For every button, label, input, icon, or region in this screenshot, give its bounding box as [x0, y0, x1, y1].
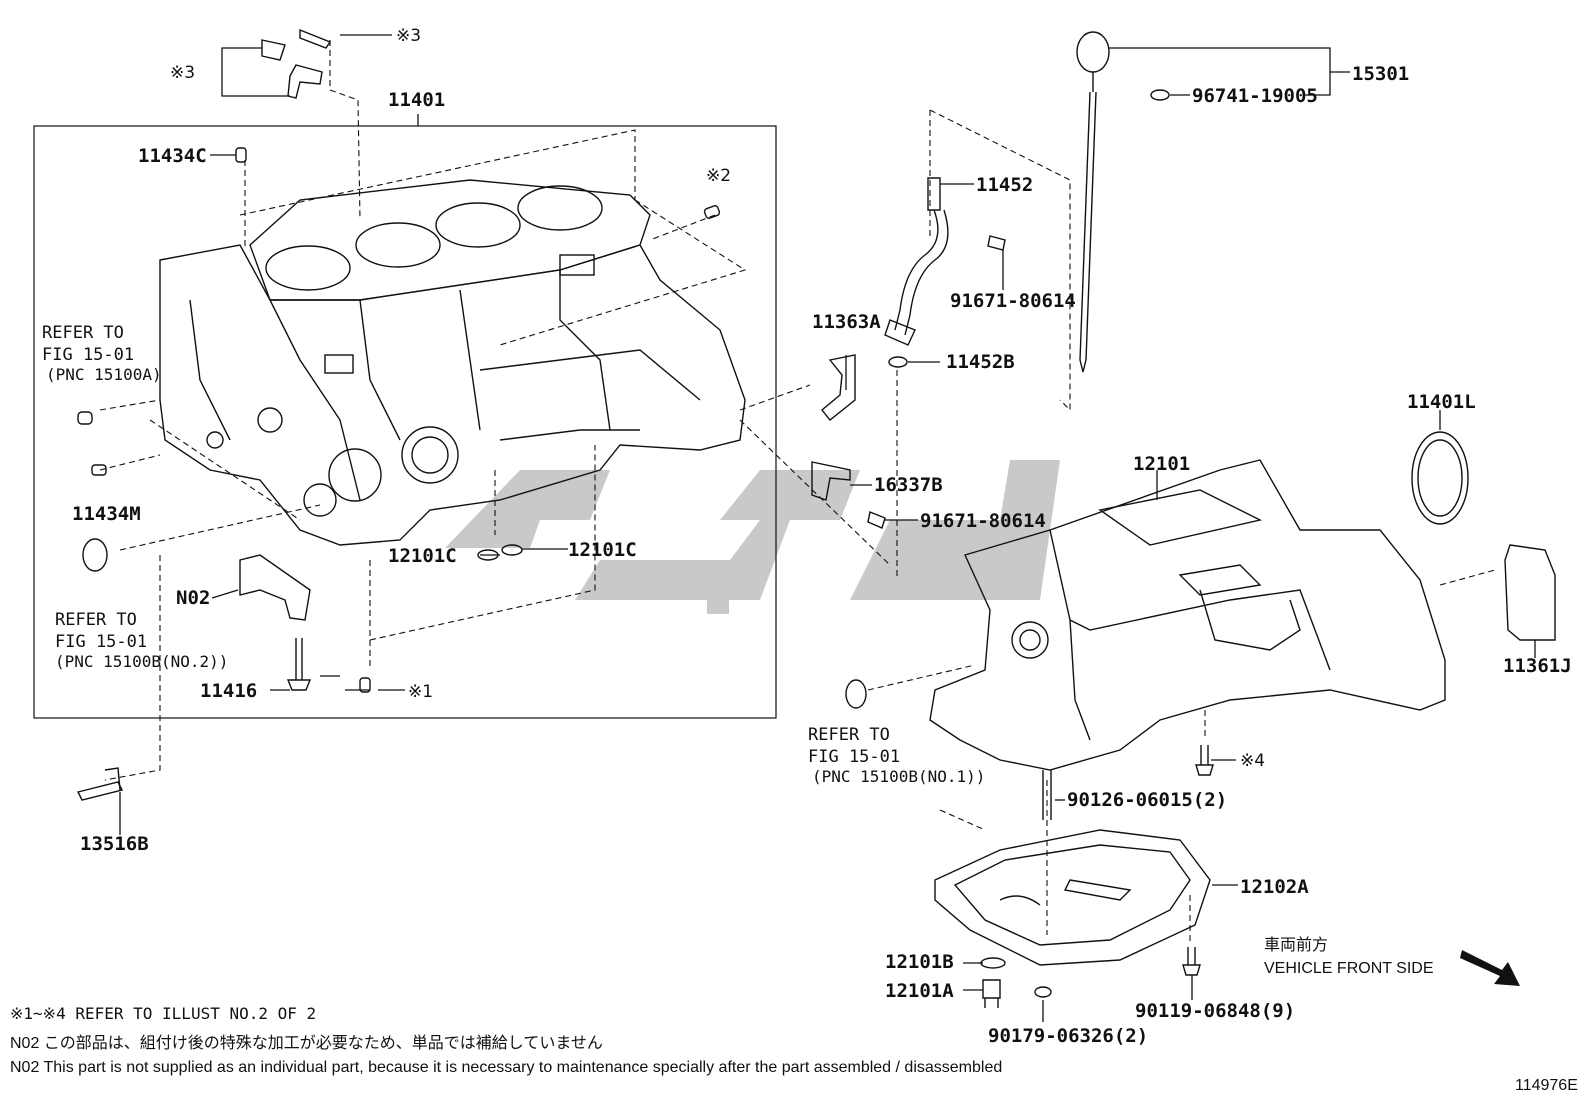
label-15301[interactable]: 15301 [1352, 63, 1409, 85]
vehicle-front-jp: 車両前方 [1264, 936, 1328, 954]
label-13516B[interactable]: 13516B [80, 833, 149, 855]
vehicle-front-arrow-icon [1460, 950, 1520, 986]
ref-mark-2: ※2 [706, 166, 731, 186]
label-16337B[interactable]: 16337B [874, 474, 943, 496]
label-11452[interactable]: 11452 [976, 174, 1033, 196]
label-11401[interactable]: 11401 [388, 89, 445, 111]
svg-text:REFER TO: REFER TO [55, 610, 137, 630]
svg-text:REFER TO: REFER TO [808, 725, 890, 745]
svg-text:(PNC 15100B(NO.1)): (PNC 15100B(NO.1)) [812, 767, 985, 786]
svg-text:(PNC 15100A): (PNC 15100A) [46, 365, 162, 384]
note-n02-en: N02 This part is not supplied as an indi… [10, 1059, 1002, 1076]
block-dashed-lines [99, 40, 891, 781]
svg-text:FIG 15-01: FIG 15-01 [55, 632, 147, 652]
cylinder-block-group-box [33, 125, 777, 719]
note-n02-jp: N02 この部品は、組付け後の特殊な加工が必要なため、単品では補給していません [10, 1034, 603, 1052]
label-11434M[interactable]: 11434M [72, 503, 141, 525]
label-11434C[interactable]: 11434C [138, 145, 207, 167]
label-12101C-right[interactable]: 12101C [568, 539, 637, 561]
label-12101B[interactable]: 12101B [885, 951, 954, 973]
label-11416[interactable]: 11416 [200, 680, 257, 702]
ref-mark-3-top: ※3 [396, 26, 421, 46]
small-parts [76, 28, 721, 801]
label-12102A[interactable]: 12102A [1240, 876, 1309, 898]
label-90119[interactable]: 90119-06848(9) [1135, 1000, 1295, 1022]
ref-mark-3-left: ※3 [170, 63, 195, 83]
cylinder-block-drawing [159, 179, 746, 546]
svg-text:REFER TO: REFER TO [42, 323, 124, 343]
vehicle-front-en: VEHICLE FRONT SIDE [1264, 960, 1434, 977]
label-90126[interactable]: 90126-06015(2) [1067, 789, 1227, 811]
fig-ref-b[interactable]: REFER TO FIG 15-01 (PNC 15100B(NO.2)) [55, 610, 228, 671]
svg-text:(PNC 15100B(NO.2)): (PNC 15100B(NO.2)) [55, 652, 228, 671]
diagram-id: 114976E [1515, 1077, 1578, 1094]
label-96741[interactable]: 96741-19005 [1192, 85, 1318, 107]
leader-lines [119, 34, 1536, 1022]
oil-pan-dashed-lines [867, 569, 1496, 945]
watermark-logo [445, 460, 1060, 614]
fig-ref-a[interactable]: REFER TO FIG 15-01 (PNC 15100A) [42, 323, 162, 384]
label-90179[interactable]: 90179-06326(2) [988, 1025, 1148, 1047]
svg-text:FIG 15-01: FIG 15-01 [808, 747, 900, 767]
svg-text:FIG 15-01: FIG 15-01 [42, 345, 134, 365]
strainer-dashed-lines [896, 109, 1071, 580]
label-11361J[interactable]: 11361J [1503, 655, 1572, 677]
ref-mark-1: ※1 [408, 682, 433, 702]
label-11363A[interactable]: 11363A [812, 311, 881, 333]
label-91671-lower[interactable]: 91671-80614 [920, 510, 1046, 532]
label-12101[interactable]: 12101 [1133, 453, 1190, 475]
note-ref-illust: ※1~※4 REFER TO ILLUST NO.2 OF 2 [10, 1004, 316, 1023]
label-11452B[interactable]: 11452B [946, 351, 1015, 373]
dipstick-drawing [1076, 31, 1170, 373]
label-91671-upper[interactable]: 91671-80614 [950, 290, 1076, 312]
fig-ref-c[interactable]: REFER TO FIG 15-01 (PNC 15100B(NO.1)) [808, 725, 985, 786]
label-12101A[interactable]: 12101A [885, 980, 954, 1002]
oil-pan-lower-drawing [934, 745, 1214, 1008]
label-11401L[interactable]: 11401L [1407, 391, 1476, 413]
label-12101C-left[interactable]: 12101C [388, 545, 457, 567]
ref-mark-4: ※4 [1240, 751, 1265, 771]
oil-pan-upper-drawing [845, 431, 1556, 771]
label-N02[interactable]: N02 [176, 587, 210, 609]
